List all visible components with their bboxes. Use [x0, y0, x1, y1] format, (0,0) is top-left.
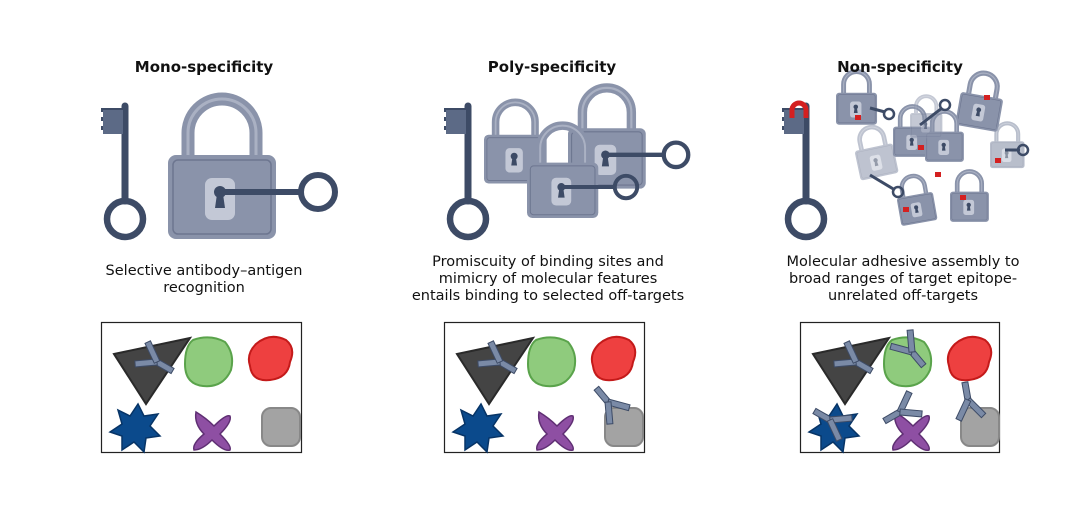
mono-title: Mono-specificity: [134, 58, 274, 76]
non-targets: [806, 326, 1000, 453]
caption-line: Selective antibody–antigen: [105, 263, 303, 279]
non-caption: Molecular adhesive assembly to broad ran…: [733, 254, 1073, 305]
magnet-icon: [789, 100, 809, 118]
caption-line: recognition: [163, 280, 245, 296]
mono-targets: [109, 335, 301, 453]
poly-lock-icons: [484, 88, 688, 218]
non-target-box: [799, 321, 1001, 454]
mono-target-box: [100, 321, 303, 454]
caption-line: Promiscuity of binding sites and: [432, 254, 664, 270]
non-lock-icons: [836, 70, 1030, 227]
poly-targets: [452, 335, 644, 453]
caption-line: mimicry of molecular features: [438, 271, 658, 287]
non-key-icon: [782, 100, 824, 237]
poly-key-icon: [444, 106, 486, 237]
poly-title: Poly-specificity: [487, 58, 617, 76]
mono-key-icon: [101, 106, 143, 237]
caption-line: broad ranges of target epitope-: [788, 271, 1018, 287]
non-title: Non-specificity: [837, 58, 963, 76]
caption-line: entails binding to selected off-targets: [411, 288, 685, 304]
mono-caption: Selective antibody–antigen recognition: [34, 263, 374, 297]
poly-target-box: [443, 321, 646, 454]
caption-line: Molecular adhesive assembly to: [786, 254, 1020, 270]
caption-line: unrelated off-targets: [827, 288, 978, 304]
poly-caption: Promiscuity of binding sites and mimicry…: [378, 254, 718, 305]
mono-lock-icon: [168, 99, 335, 239]
